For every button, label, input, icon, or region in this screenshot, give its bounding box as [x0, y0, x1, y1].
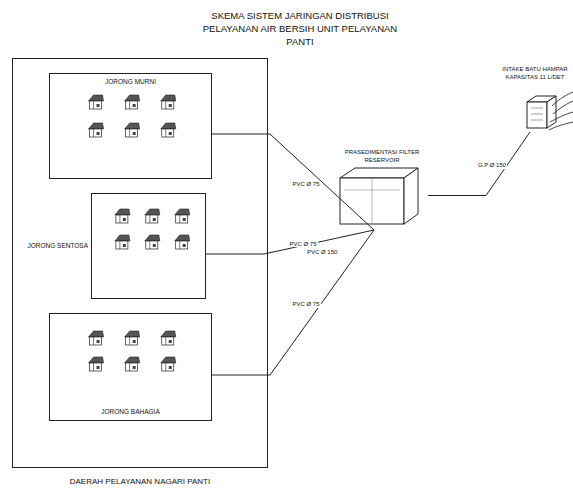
house-icon: [89, 331, 104, 345]
pipe-label: PVC Ø 75: [291, 181, 320, 188]
house-icon: [125, 95, 140, 109]
pipe-line: [212, 134, 374, 230]
node-label: PRASEDIMENTASI FILTER RESERVOIR: [336, 149, 428, 164]
houses: [50, 314, 207, 422]
node-label: JORONG BAHAGIA: [50, 408, 211, 416]
pipe-line: [206, 230, 374, 254]
house-icon: [125, 331, 140, 345]
pipe-label: PVC Ø 75: [291, 301, 320, 308]
house-icon: [145, 209, 160, 223]
pipe-line: [212, 230, 374, 375]
house-icon: [161, 331, 176, 345]
intake-drawing: [527, 96, 556, 128]
facility-node: INTAKE BATU HAMPAR KAPASITAS 11 L/DET: [492, 62, 573, 132]
tank-drawing: [340, 168, 418, 224]
house-icon: [161, 95, 176, 109]
pipe-line: [428, 132, 530, 196]
service-area: DAERAH PELAYANAN NAGARI PANTIJORONG MURN…: [12, 58, 268, 468]
pipe-label: G.P Ø 150: [477, 162, 507, 169]
houses: [50, 74, 207, 180]
node-label: JORONG MURNI: [50, 78, 211, 86]
village-area: JORONG SENTOSA: [91, 193, 206, 299]
house-icon: [115, 235, 130, 249]
houses: [92, 194, 207, 300]
node-label: JORONG SENTOSA: [27, 242, 88, 250]
house-icon: [145, 235, 160, 249]
pipe-label: PVC Ø 150: [306, 249, 338, 256]
node-label: INTAKE BATU HAMPAR KAPASITAS 11 L/DET: [492, 66, 573, 81]
facility-node: PRASEDIMENTASI FILTER RESERVOIR: [336, 145, 428, 230]
house-icon: [175, 209, 190, 223]
village-area: JORONG BAHAGIA: [49, 313, 212, 421]
node-label: DAERAH PELAYANAN NAGARI PANTI: [13, 477, 267, 487]
house-icon: [125, 123, 140, 137]
diagram-title: SKEMA SISTEM JARINGAN DISTRIBUSI PELAYAN…: [200, 10, 400, 48]
pipe-label: PVC Ø 75: [288, 241, 317, 248]
village-area: JORONG MURNI: [49, 73, 212, 179]
house-icon: [89, 357, 104, 371]
house-icon: [115, 209, 130, 223]
house-icon: [161, 357, 176, 371]
house-icon: [175, 235, 190, 249]
house-icon: [125, 357, 140, 371]
house-icon: [89, 123, 104, 137]
house-icon: [89, 95, 104, 109]
river-lines: [549, 92, 573, 130]
house-icon: [161, 123, 176, 137]
